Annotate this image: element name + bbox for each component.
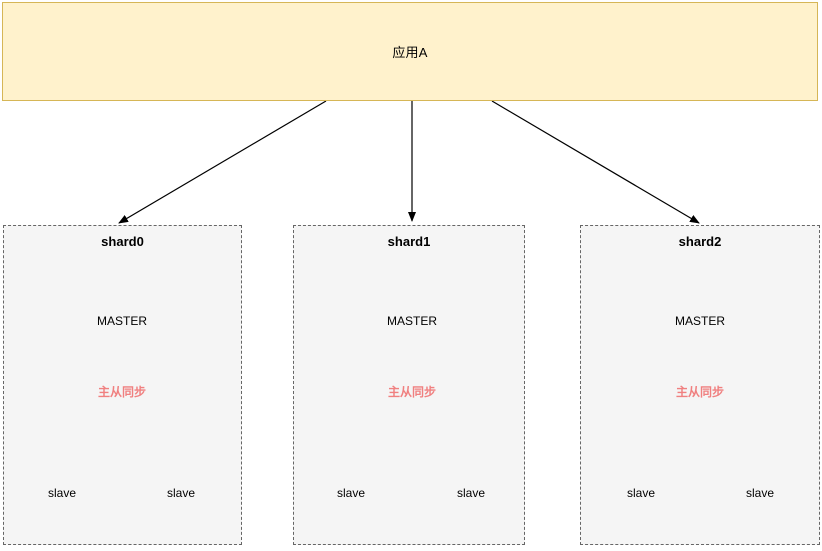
arrow-app-to-shard2 xyxy=(491,100,700,224)
shard-container-2[interactable]: shard2 xyxy=(580,225,820,545)
app-node-label: 应用A xyxy=(392,45,428,60)
shard-container-1[interactable]: shard1 xyxy=(293,225,525,545)
app-to-shard-arrows xyxy=(118,100,700,224)
shard-title-0: shard0 xyxy=(101,234,144,249)
sync-label-shard2: 主从同步 xyxy=(675,385,724,399)
sync-label-shard0: 主从同步 xyxy=(97,385,146,399)
shard-container-0[interactable]: shard0 xyxy=(3,225,242,545)
sync-label-shard1: 主从同步 xyxy=(387,385,436,399)
app-node[interactable]: 应用A xyxy=(2,2,818,101)
shard-title-1: shard1 xyxy=(387,234,431,249)
arrow-app-to-shard0 xyxy=(118,100,327,224)
shard-title-2: shard2 xyxy=(678,234,722,249)
